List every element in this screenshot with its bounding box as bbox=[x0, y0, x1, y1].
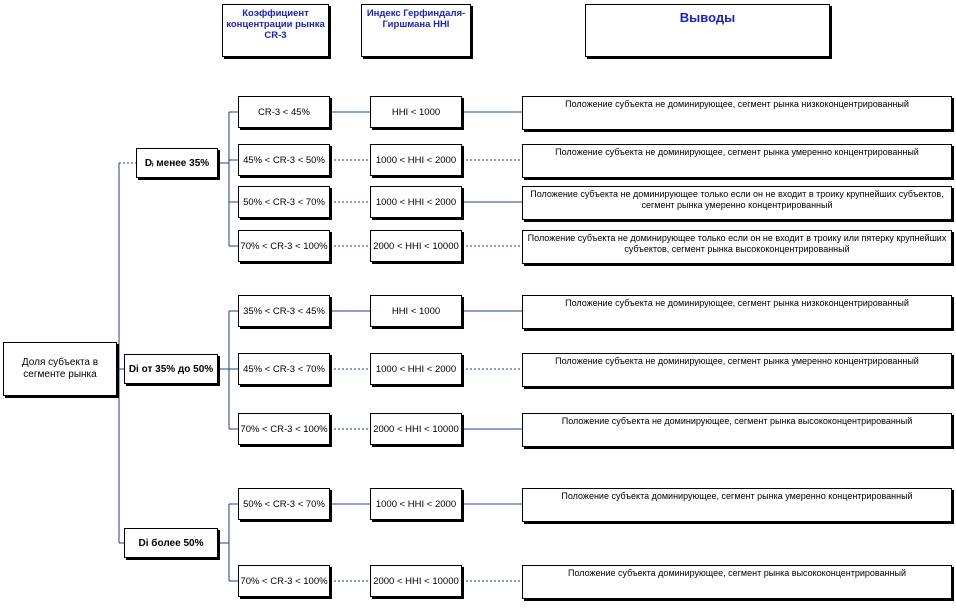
result-box: Положение субъекта не доминирующее, сегм… bbox=[522, 295, 952, 329]
result-box: Положение субъекта не доминирующее тольк… bbox=[522, 186, 952, 220]
root-box: Доля субъекта в сегменте рынка bbox=[3, 342, 117, 396]
cr3-box: 70% < CR-3 < 100% bbox=[238, 565, 330, 597]
cr3-box: 70% < CR-3 < 100% bbox=[238, 413, 330, 445]
result-box: Положение субъекта не доминирующее, сегм… bbox=[522, 96, 952, 130]
cr3-box: 45% < CR-3 < 70% bbox=[238, 353, 330, 385]
group-box: Di от 35% до 50% bbox=[124, 354, 218, 384]
header-conclusions: Выводы bbox=[585, 4, 830, 57]
header-hhi: Индекс Герфиндаля-Гиршмана HHI bbox=[361, 4, 471, 57]
result-box: Положение субъекта не доминирующее тольк… bbox=[522, 230, 952, 264]
hhi-box: 2000 < HHI < 10000 bbox=[370, 230, 462, 262]
hhi-box: 1000 < HHI < 2000 bbox=[370, 144, 462, 176]
hhi-box: HHI < 1000 bbox=[370, 96, 462, 128]
hhi-box: 1000 < HHI < 2000 bbox=[370, 488, 462, 520]
result-box: Положение субъекта доминирующее, сегмент… bbox=[522, 565, 952, 599]
cr3-box: CR-3 < 45% bbox=[238, 96, 330, 128]
hhi-box: 1000 < HHI < 2000 bbox=[370, 353, 462, 385]
result-box: Положение субъекта не доминирующее, сегм… bbox=[522, 144, 952, 178]
result-box: Положение субъекта доминирующее, сегмент… bbox=[522, 488, 952, 522]
result-box: Положение субъекта не доминирующее, сегм… bbox=[522, 413, 952, 447]
hhi-box: HHI < 1000 bbox=[370, 295, 462, 327]
result-box: Положение субъекта не доминирующее, сегм… bbox=[522, 353, 952, 387]
hhi-box: 2000 < HHI < 10000 bbox=[370, 565, 462, 597]
cr3-box: 50% < CR-3 < 70% bbox=[238, 186, 330, 218]
cr3-box: 70% < CR-3 < 100% bbox=[238, 230, 330, 262]
header-cr3: Коэффициент концентрации рынка CR-3 bbox=[222, 4, 329, 57]
group-box: Di более 50% bbox=[124, 528, 218, 558]
hhi-box: 2000 < HHI < 10000 bbox=[370, 413, 462, 445]
cr3-box: 35% < CR-3 < 45% bbox=[238, 295, 330, 327]
cr3-box: 45% < CR-3 < 50% bbox=[238, 144, 330, 176]
hhi-box: 1000 < HHI < 2000 bbox=[370, 186, 462, 218]
cr3-box: 50% < CR-3 < 70% bbox=[238, 488, 330, 520]
group-box: Dᵢ менее 35% bbox=[136, 148, 218, 178]
